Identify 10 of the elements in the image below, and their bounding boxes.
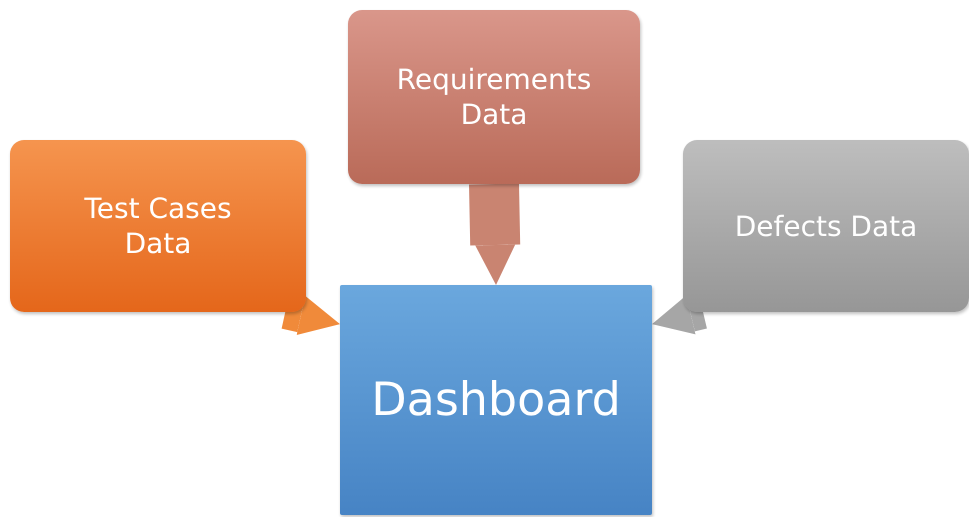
data-source-box [348,10,640,184]
arrow [469,184,520,285]
dashboard-box [340,285,652,515]
arrow [282,295,340,335]
box-label: Defects Data [734,208,918,244]
box-label: Requirements Data [396,62,592,132]
data-source-box [683,140,969,312]
data-source-box [10,140,306,312]
box-label: Test Cases Data [83,191,233,261]
box-label: Dashboard [370,371,622,428]
